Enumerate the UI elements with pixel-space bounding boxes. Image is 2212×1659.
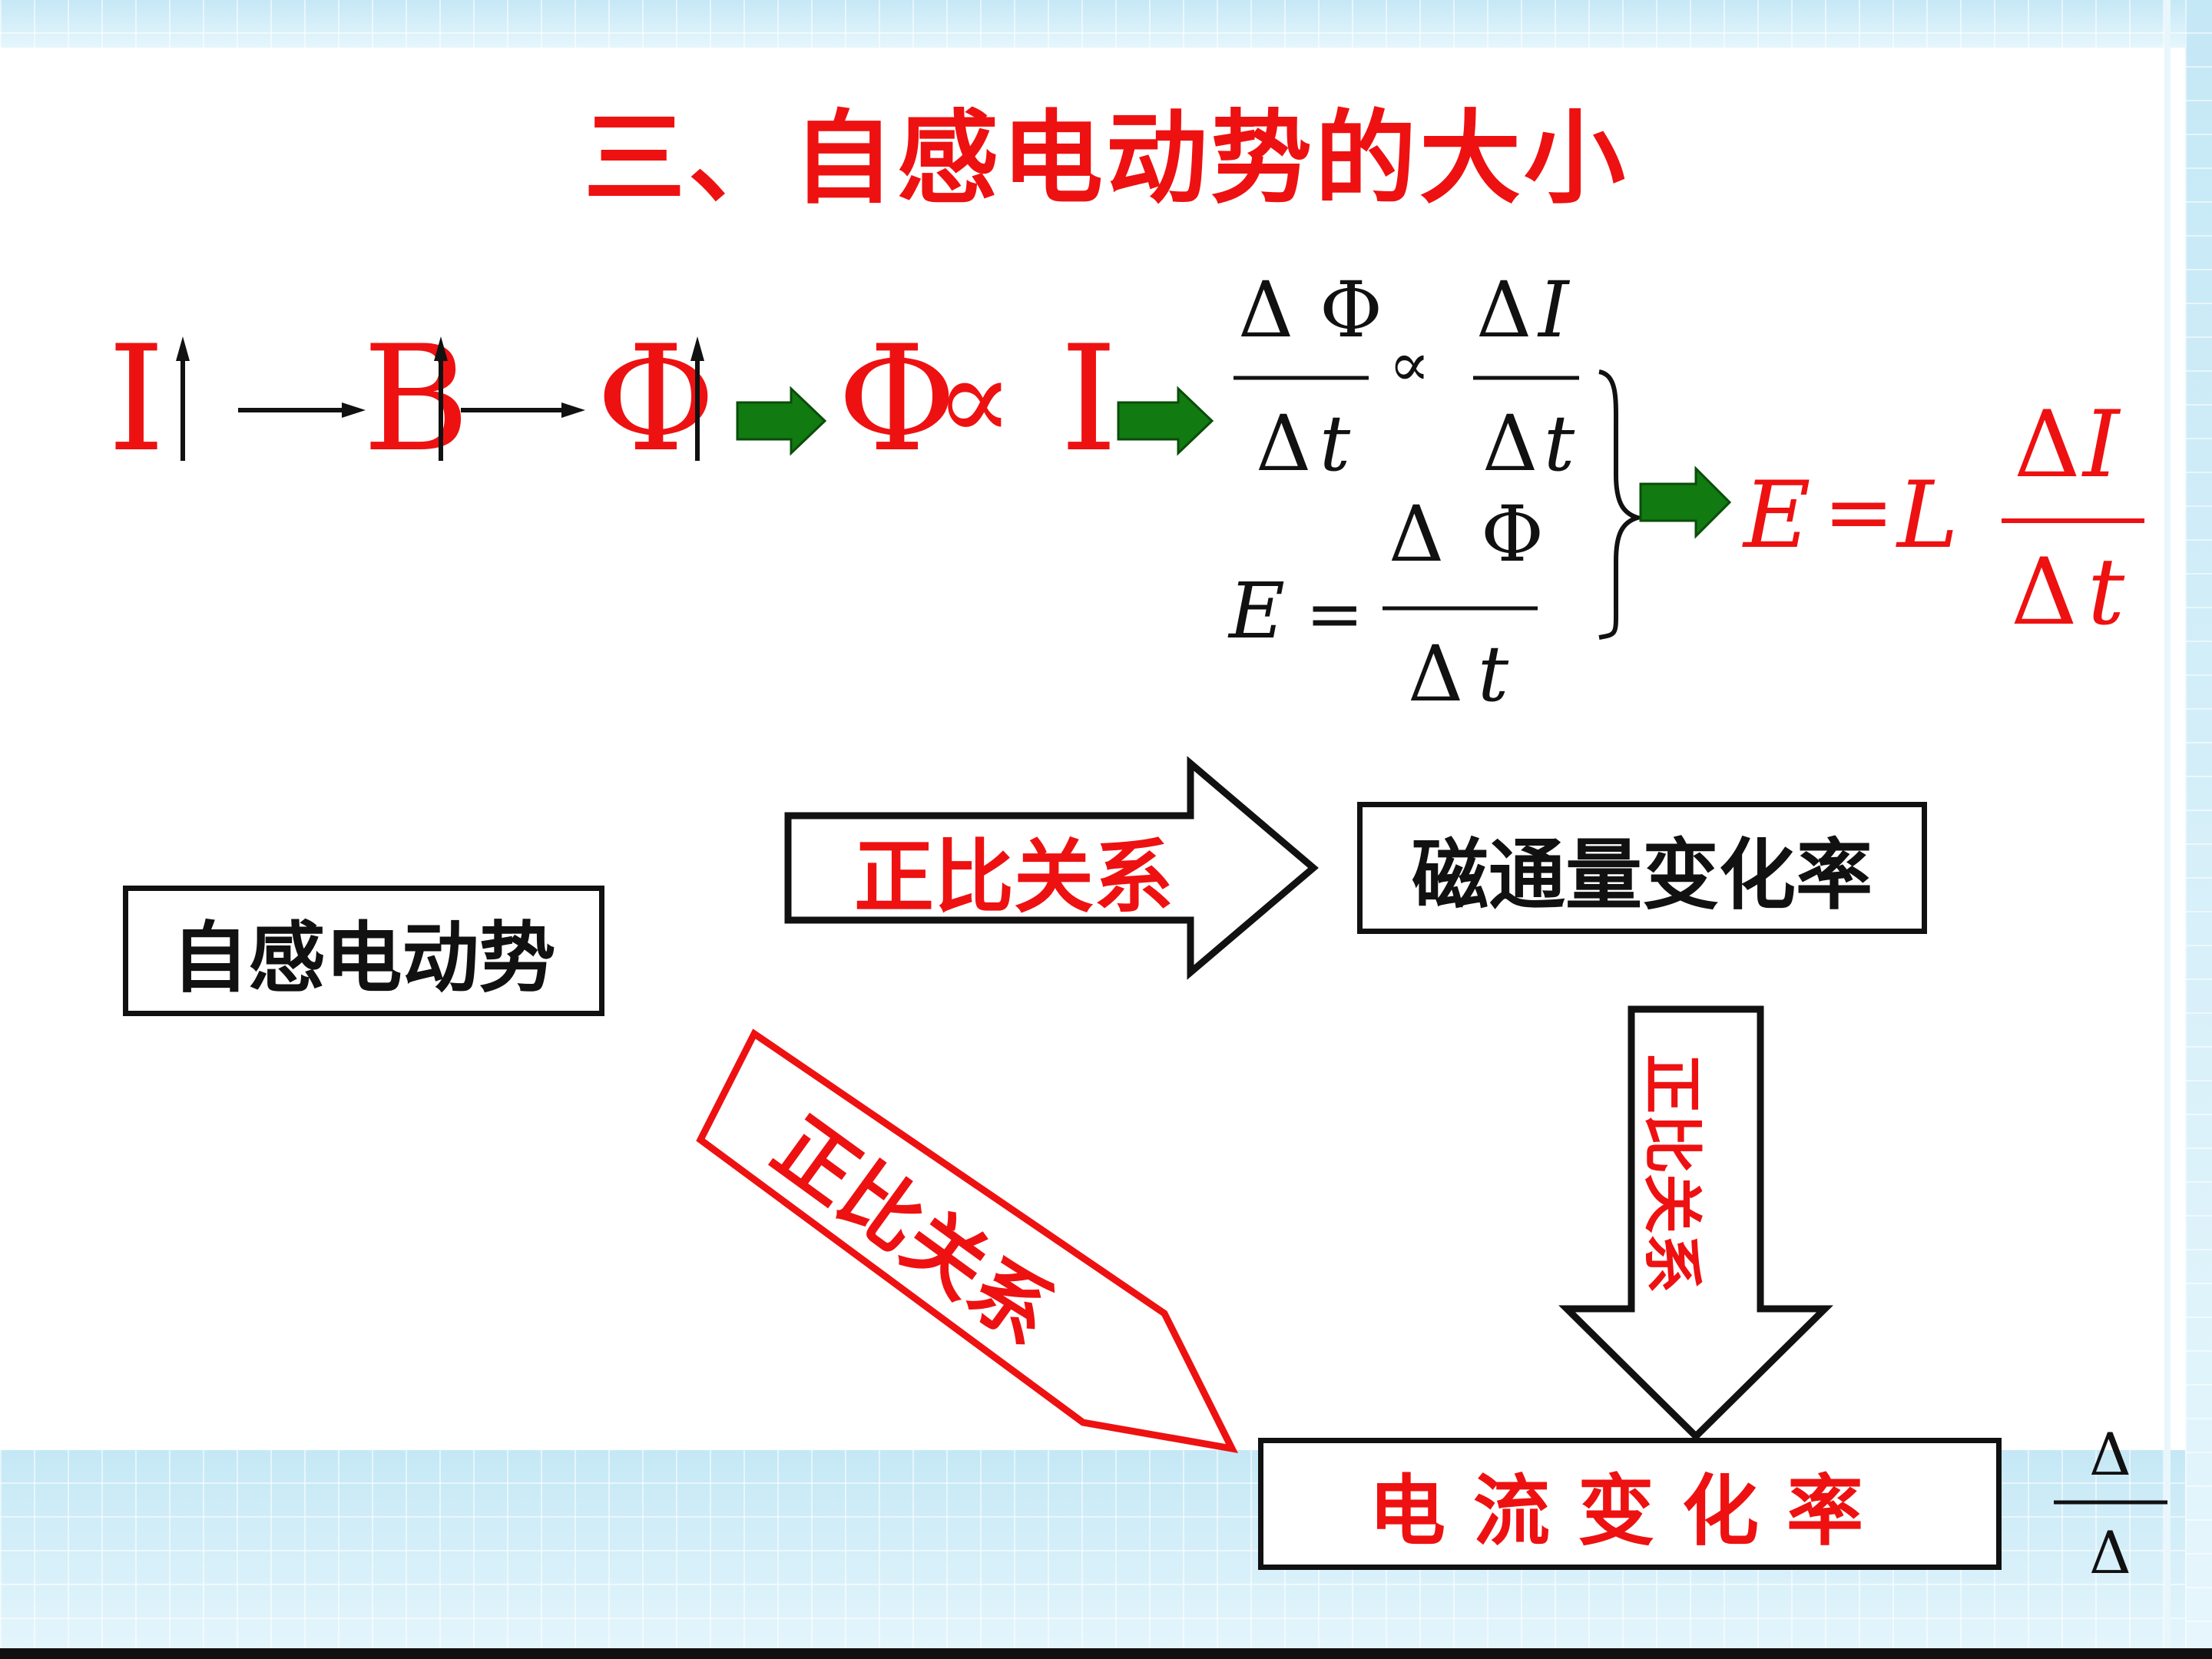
result-delta-den: Δ (2011, 539, 2078, 646)
prop-symbol: ∝ (935, 333, 1014, 467)
prop-flux: Φ (837, 314, 957, 484)
arrow-current-to-field-head (342, 402, 366, 418)
f1-delta-num-b: Δ (1476, 265, 1532, 355)
box-current-change-rate: 电流变化率 (1258, 1438, 2002, 1570)
f1-proportional: ∝ (1389, 329, 1430, 400)
f1-I: I (1537, 265, 1571, 355)
flux-up-arrowhead (690, 336, 704, 361)
result-I: I (2081, 392, 2121, 498)
f2-delta-num: Δ (1389, 489, 1444, 579)
green-arrow-2 (1117, 386, 1214, 456)
f1-delta-den-b: Δ (1482, 399, 1538, 488)
current-up-arrowhead (176, 336, 190, 361)
arrow-right-proportional (784, 756, 1319, 980)
right-grid-band (2185, 0, 2212, 1659)
arrow-field-to-flux-head (561, 402, 585, 418)
field-up-arrowhead (434, 336, 448, 361)
result-t: t (2088, 539, 2125, 646)
f2-equals: = (1306, 574, 1363, 654)
f1-delta-den-a: Δ (1256, 399, 1311, 488)
green-arrow-3 (1639, 465, 1732, 539)
bottom-edge-bar (0, 1648, 2212, 1659)
result-E: E (1742, 462, 1811, 569)
arrow-right-label: 正比关系 (854, 830, 1174, 924)
f2-delta-den: Δ (1408, 629, 1463, 719)
slide-title: 三、自感电动势的大小 (584, 100, 1628, 218)
box-flux-change-rate-label: 磁通量变化率 (1412, 830, 1873, 920)
arrow-diagonal-proportional (696, 1028, 1239, 1453)
green-arrow-1 (736, 386, 827, 456)
f1-delta-num-a: Δ (1238, 265, 1293, 355)
arrow-down-label: 正比关系 (1637, 1054, 1706, 1293)
f2-phi: Φ (1481, 489, 1544, 579)
chain-current: I (108, 314, 165, 484)
chain-field: B (363, 314, 470, 484)
cut-delta-den: Δ (2089, 1518, 2131, 1587)
result-equals: = (1823, 462, 1894, 561)
box-self-induced-emf-label: 自感电动势 (171, 912, 556, 1003)
f2-E: E (1227, 566, 1285, 656)
arrow-down-proportional (1558, 1005, 1833, 1442)
cut-delta-num: Δ (2089, 1420, 2131, 1488)
right-edge-strip (2164, 0, 2171, 1659)
f2-t: t (1478, 629, 1509, 719)
prop-current: I (1060, 314, 1118, 484)
result-L: L (1896, 462, 1959, 569)
box-flux-change-rate: 磁通量变化率 (1357, 802, 1927, 934)
result-delta-num: Δ (2014, 392, 2081, 498)
f1-t-b: t (1544, 399, 1575, 488)
box-self-induced-emf: 自感电动势 (123, 886, 604, 1016)
f1-t-a: t (1320, 399, 1351, 488)
box-current-change-rate-label: 电流变化率 (1369, 1465, 1891, 1556)
top-grid-band (0, 0, 2212, 48)
f1-phi: Φ (1320, 265, 1382, 355)
right-brace (1598, 369, 1646, 640)
